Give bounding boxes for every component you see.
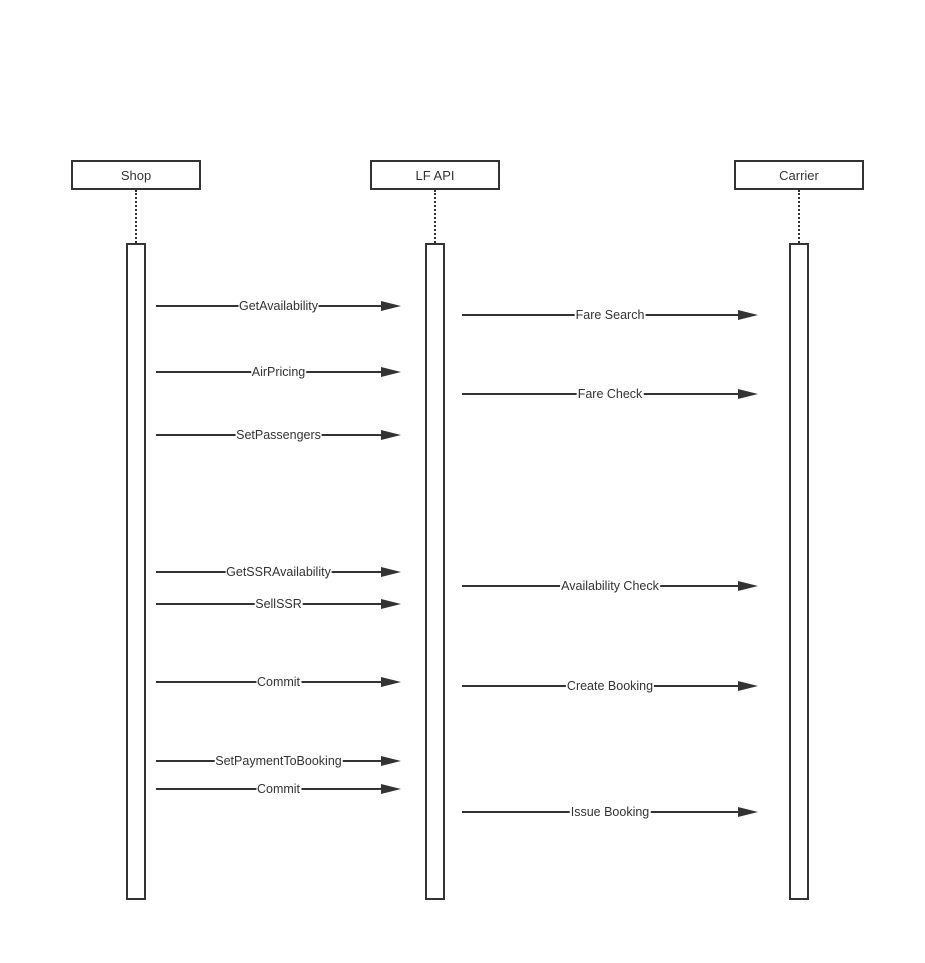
activation-bar-shop — [126, 243, 146, 900]
message-label: SetPaymentToBooking — [214, 754, 343, 768]
lifeline-dotted-icon — [135, 190, 137, 243]
lifeline-dotted-icon — [798, 190, 800, 243]
activation-bar-lf_api — [425, 243, 445, 900]
arrowhead-icon — [738, 310, 758, 320]
arrowhead-icon — [381, 301, 401, 311]
message-label: GetSSRAvailability — [225, 565, 332, 579]
participant-box-carrier: Carrier — [734, 160, 864, 190]
message-label: Availability Check — [560, 579, 660, 593]
arrowhead-icon — [381, 430, 401, 440]
participant-label: Carrier — [779, 167, 819, 183]
message-label: Fare Check — [576, 387, 644, 401]
participant-label: Shop — [120, 167, 152, 183]
message-label: Create Booking — [565, 679, 655, 693]
arrowhead-icon — [381, 567, 401, 577]
arrowhead-icon — [381, 677, 401, 687]
arrowhead-icon — [738, 389, 758, 399]
arrowhead-icon — [381, 599, 401, 609]
arrowhead-icon — [738, 807, 758, 817]
arrowhead-icon — [738, 581, 758, 591]
message-label: Commit — [255, 675, 302, 689]
arrowhead-icon — [381, 784, 401, 794]
activation-bar-carrier — [789, 243, 809, 900]
message-label: GetAvailability — [238, 299, 319, 313]
message-label: SetPassengers — [235, 428, 322, 442]
message-label: Issue Booking — [569, 805, 651, 819]
participant-box-shop: Shop — [71, 160, 201, 190]
arrowhead-icon — [738, 681, 758, 691]
arrowhead-icon — [381, 756, 401, 766]
message-label: SellSSR — [254, 597, 303, 611]
message-label: AirPricing — [250, 365, 307, 379]
participant-box-lf_api: LF API — [370, 160, 500, 190]
message-label: Commit — [255, 782, 302, 796]
arrowhead-icon — [381, 367, 401, 377]
participant-label: LF API — [415, 167, 455, 183]
message-label: Fare Search — [574, 308, 646, 322]
lifeline-dotted-icon — [434, 190, 436, 243]
